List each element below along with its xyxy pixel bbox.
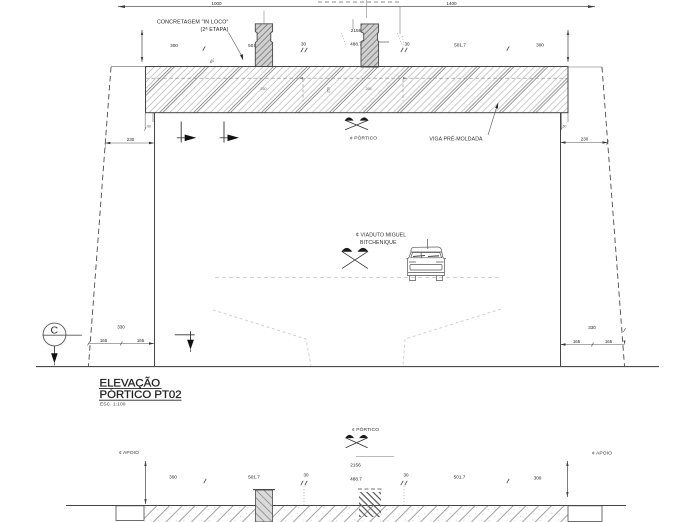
svg-text:¢ VIADUTO MIGUEL: ¢ VIADUTO MIGUEL xyxy=(356,232,406,238)
svg-text:300: 300 xyxy=(534,476,542,481)
svg-text:330: 330 xyxy=(588,325,596,330)
svg-text:1400: 1400 xyxy=(446,1,457,6)
svg-text:¢ APOIO: ¢ APOIO xyxy=(119,450,139,456)
svg-text:501.7: 501.7 xyxy=(454,475,466,480)
svg-text:30: 30 xyxy=(404,42,410,47)
svg-text:60: 60 xyxy=(147,125,151,129)
svg-text:250: 250 xyxy=(261,87,267,91)
svg-text:CONCRETAGEM "IN LOCO": CONCRETAGEM "IN LOCO" xyxy=(157,20,229,26)
svg-text:165: 165 xyxy=(573,339,581,344)
svg-text:1000: 1000 xyxy=(211,1,222,6)
svg-text:265: 265 xyxy=(366,87,372,91)
svg-text:C: C xyxy=(51,326,59,337)
svg-text:ELEVAÇÃO: ELEVAÇÃO xyxy=(100,376,161,389)
svg-text:45°: 45° xyxy=(208,57,216,65)
svg-text:488.7: 488.7 xyxy=(350,41,362,46)
svg-text:501.7: 501.7 xyxy=(248,475,260,480)
svg-text:¢ APOIO: ¢ APOIO xyxy=(592,451,612,457)
svg-text:2156: 2156 xyxy=(351,28,362,33)
svg-text:BITCHENIQUE: BITCHENIQUE xyxy=(360,240,397,246)
svg-text:250: 250 xyxy=(327,87,331,93)
svg-text:ESC. 1:100: ESC. 1:100 xyxy=(100,402,126,408)
svg-text:501.7: 501.7 xyxy=(248,43,260,48)
svg-text:30: 30 xyxy=(303,473,309,478)
svg-text:30: 30 xyxy=(301,42,307,47)
svg-text:501.7: 501.7 xyxy=(454,42,466,47)
svg-text:165: 165 xyxy=(137,338,145,343)
svg-text:300: 300 xyxy=(170,43,178,48)
svg-text:60: 60 xyxy=(563,125,567,129)
svg-text:(2ª ETAPA): (2ª ETAPA) xyxy=(201,27,229,33)
svg-text:165: 165 xyxy=(100,338,108,343)
svg-text:230: 230 xyxy=(127,137,135,142)
svg-text:2156: 2156 xyxy=(350,463,361,468)
svg-text:¢ PÓRTICO: ¢ PÓRTICO xyxy=(352,426,379,433)
svg-text:VIGA PRÉ-MOLDADA: VIGA PRÉ-MOLDADA xyxy=(429,136,483,143)
svg-text:488.7: 488.7 xyxy=(350,477,362,482)
svg-text:300: 300 xyxy=(536,42,544,47)
svg-text:300: 300 xyxy=(169,475,177,480)
svg-text:30: 30 xyxy=(403,473,409,478)
svg-text:330: 330 xyxy=(117,325,125,330)
svg-text:PÓRTICO PT02: PÓRTICO PT02 xyxy=(100,388,182,401)
svg-text:230: 230 xyxy=(581,137,589,142)
svg-text:165: 165 xyxy=(605,339,613,344)
svg-text:¢ PÓRTICO: ¢ PÓRTICO xyxy=(350,135,377,142)
